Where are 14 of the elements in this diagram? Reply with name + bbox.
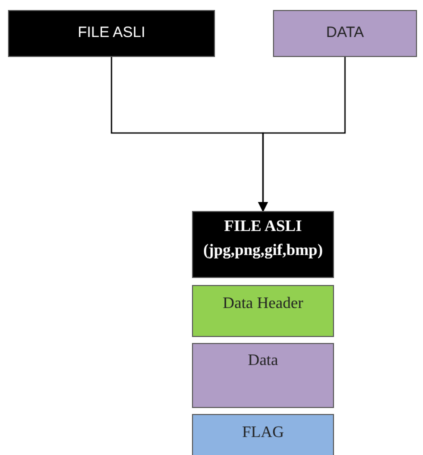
box-label: FILE ASLI (78, 24, 146, 41)
connector-arrow (258, 57, 346, 212)
box-label: FILE ASLI (224, 218, 302, 236)
format-list: (jpg,png,gif,bmp) (203, 242, 323, 260)
block-box (8, 10, 215, 57)
block-box (273, 10, 417, 57)
box-label: DATA (326, 24, 364, 41)
block-box (192, 285, 334, 337)
box-label: Data Header (222, 295, 304, 313)
box-label: Data (248, 352, 278, 370)
block-box (192, 343, 334, 408)
box-label: FLAG (242, 424, 284, 442)
header-box (192, 211, 334, 278)
block-box (192, 414, 334, 455)
